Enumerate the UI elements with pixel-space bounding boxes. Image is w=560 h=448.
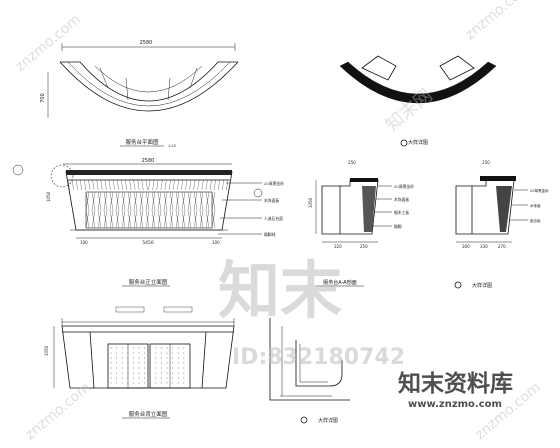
detail-3-marker: [300, 416, 308, 424]
side-section-fill: [362, 186, 376, 232]
front-title: 服务台正立面图: [129, 278, 168, 286]
side-left-dim: 320: [334, 244, 342, 249]
plan-depth-dim: 700: [40, 93, 46, 103]
plan-view: 2580 700 服务台平面图 1:25: [40, 40, 239, 148]
detail-3-profile: [295, 340, 343, 387]
watermark-diagonal-3: znzmo.com: [22, 379, 93, 443]
detail-top-dim: 250: [482, 160, 490, 165]
side-top-slab: [350, 178, 378, 182]
detail-note-1: 20厚黑金砂: [530, 188, 549, 193]
section-marker-right: [253, 188, 263, 198]
front-right-dim: 100: [212, 240, 220, 245]
detail-dim-c: 270: [498, 244, 506, 249]
back-body-outline: [61, 325, 235, 389]
front-slats: [67, 179, 229, 191]
front-bottom-dim: 5450: [142, 240, 154, 246]
side-title: 服务台A-A剖面: [323, 279, 356, 286]
front-hatch-pattern: [85, 191, 216, 229]
side-height-dim: 1050: [308, 197, 313, 208]
detail-note-2: 木饰面: [530, 203, 541, 208]
side-section: 250 20厚黑金砂 木饰面板 细木工板 踢脚 1050 320 250 服务台…: [308, 160, 414, 287]
back-label-box-1: [115, 306, 145, 313]
front-note-4: 踢脚线: [264, 232, 276, 237]
plan-scale: 1:25: [168, 144, 176, 148]
back-elevation: 1050 服务台背立面图: [44, 306, 235, 419]
detail-2-section-fill: [496, 186, 512, 232]
detail-1-marker: [400, 139, 408, 147]
detail-3: 大样详图: [269, 318, 350, 424]
detail-dim-a: 300: [462, 244, 470, 249]
watermark-url: www.znzmo.com: [408, 399, 502, 410]
back-height-dim: 1050: [44, 345, 49, 356]
detail-2-title: 大样详图: [472, 282, 492, 289]
side-note-2: 木饰面板: [394, 197, 409, 202]
plan-outer-arc: [59, 61, 239, 112]
watermark-brand: 知末: [218, 254, 342, 327]
detail-dim-b: 330: [480, 244, 488, 249]
watermark-diagonal-1: znzmo.com: [12, 11, 83, 75]
back-label-box-2: [163, 306, 193, 313]
back-door-texture: [110, 347, 185, 384]
detail-1: 大样详图: [339, 55, 497, 147]
watermark-id: ID:832180742: [232, 345, 405, 370]
detail-callout-circle: [50, 164, 74, 188]
side-note-3: 细木工板: [394, 210, 409, 215]
detail-note-3: 胶合板: [530, 218, 541, 223]
detail-2-marker: [454, 281, 462, 289]
detail-1-curved-band: [339, 61, 497, 104]
section-marker-left: [12, 164, 24, 176]
front-note-3: 人造石台面: [264, 216, 283, 221]
front-note-2: 木饰面板: [264, 198, 279, 203]
front-left-dim: 100: [80, 240, 88, 245]
detail-2-top-slab: [480, 176, 516, 181]
plan-inner-arc: [79, 61, 219, 102]
front-note-1: 20厚黑金砂: [264, 181, 284, 186]
front-top-band: [66, 170, 232, 175]
front-width-dim: 2580: [142, 158, 155, 164]
side-note-1: 20厚黑金砂: [394, 184, 414, 189]
side-top-dim: 250: [348, 160, 356, 165]
back-title: 服务台背立面图: [129, 410, 168, 418]
plan-width-dim: 2580: [140, 40, 153, 46]
watermark-site-cn: 知末资料库: [398, 370, 513, 397]
watermark-layer: 知末 ID:832180742 知末资料库 www.znzmo.com znzm…: [12, 0, 543, 443]
watermark-diagonal-2: znzmo.com: [462, 0, 533, 43]
side-right-dim: 250: [360, 244, 368, 249]
front-height-dim: 1050: [46, 191, 51, 202]
detail-3-frame: [269, 318, 350, 401]
detail-1-title: 大样详图: [408, 139, 428, 146]
detail-3-title: 大样详图: [318, 417, 338, 424]
plan-title: 服务台平面图: [125, 138, 159, 146]
front-elevation: 2580 5450 100 100 1050 20厚黑金砂 木饰面板 人造石台面…: [12, 158, 284, 287]
side-note-4: 踢脚: [394, 224, 402, 229]
detail-2: 250 20厚黑金砂 木饰面 胶合板 300 330 270 大样详图: [454, 160, 549, 289]
